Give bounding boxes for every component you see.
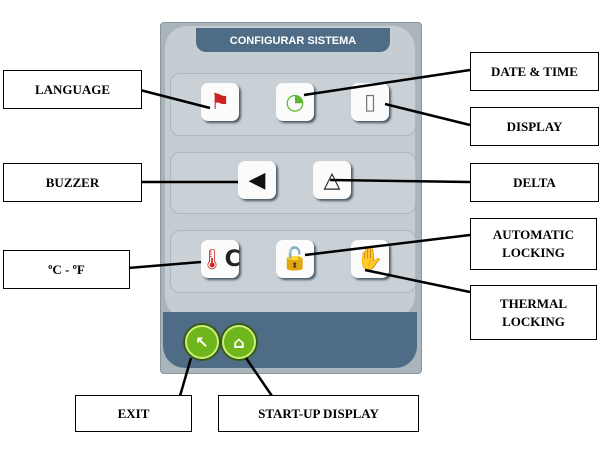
horn-icon: ◀ xyxy=(248,167,266,193)
home-button[interactable]: ⌂ xyxy=(222,325,256,359)
label-startup-display: START-UP DISPLAY xyxy=(218,395,419,432)
flags-icon: ⚑ xyxy=(210,89,230,115)
label-automatic-locking: AUTOMATIC LOCKING xyxy=(470,218,597,270)
label-exit: EXIT xyxy=(75,395,192,432)
label-units: ºC - ºF xyxy=(3,250,130,289)
open-padlock-icon: 🔓 xyxy=(281,246,309,272)
hand-thermometer-icon: ✋ xyxy=(356,246,384,272)
buzzer-button[interactable]: ◀ xyxy=(238,161,276,199)
thermometer-icon: 🌡 xyxy=(199,247,225,271)
screen-title: CONFIGURAR SISTEMA xyxy=(196,28,390,52)
automatic-locking-button[interactable]: 🔓 xyxy=(276,240,314,278)
label-delta: DELTA xyxy=(470,163,599,202)
celsius-icon: C xyxy=(224,246,241,272)
label-display: DISPLAY xyxy=(470,107,599,146)
label-language: LANGUAGE xyxy=(3,70,142,109)
back-arrow-icon: ↖ xyxy=(195,332,209,352)
units-button[interactable]: 🌡C xyxy=(199,240,241,278)
display-button[interactable]: ▯ xyxy=(351,83,389,121)
exit-button[interactable]: ↖ xyxy=(185,325,219,359)
label-thermal-locking: THERMAL LOCKING xyxy=(470,285,597,340)
group-row-2 xyxy=(170,152,416,214)
language-button[interactable]: ⚑ xyxy=(201,83,239,121)
date-time-button[interactable]: ◔ xyxy=(276,83,314,121)
display-gear-icon: ▯ xyxy=(363,89,377,115)
clock-calendar-icon: ◔ xyxy=(285,89,305,115)
home-icon: ⌂ xyxy=(233,332,245,352)
label-buzzer: BUZZER xyxy=(3,163,142,202)
label-date-time: DATE & TIME xyxy=(470,52,599,91)
